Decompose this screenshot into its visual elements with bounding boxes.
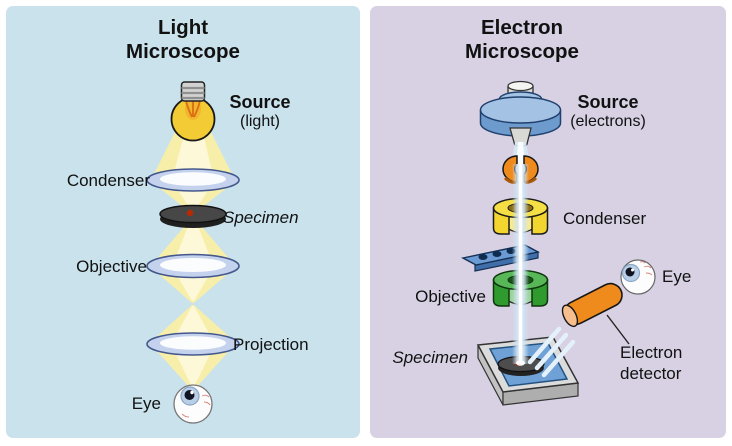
electron-microscope-diagram <box>460 80 656 406</box>
light-source-label: Source <box>229 92 291 112</box>
light-source-sublabel: (light) <box>239 113 280 130</box>
light-objective-label: Objective <box>76 257 147 276</box>
electron-objective-label: Objective <box>415 287 486 306</box>
electron-panel-title: Electron Microscope <box>370 16 674 64</box>
electron-detector-icon <box>561 282 623 328</box>
light-panel-title: Light Microscope <box>6 16 360 64</box>
light-microscope-panel: Light Microscope Source (light) Condense… <box>6 6 360 438</box>
scattered-electrons <box>527 326 576 378</box>
light-source-label-block: Source (light) <box>220 92 300 131</box>
detector-label-line2: detector <box>620 364 682 383</box>
electron-gun-icon <box>479 80 562 147</box>
electron-specimen-label: Specimen <box>392 348 468 367</box>
light-specimen-label: Specimen <box>223 208 299 227</box>
detector-label-line1: Electron <box>620 343 683 362</box>
detector-leader-line <box>606 314 630 345</box>
electron-title-line2: Microscope <box>465 40 579 63</box>
eye-icon <box>173 384 213 424</box>
condenser-lens-icon <box>146 168 240 192</box>
electron-detector-label: Electron detector <box>620 342 682 384</box>
light-title-line1: Light <box>157 16 209 39</box>
light-microscope-diagram <box>146 81 240 424</box>
light-projection-label: Projection <box>233 335 309 354</box>
light-eye-label: Eye <box>131 394 161 413</box>
electron-eye-label: Eye <box>662 267 692 286</box>
eye-icon <box>620 259 656 295</box>
projection-lens-icon <box>146 332 240 356</box>
electron-microscope-panel: Electron Microscope Source (electrons) C… <box>370 6 726 438</box>
light-title-line2: Microscope <box>126 40 240 63</box>
electron-beam <box>512 164 529 366</box>
light-bulb-icon <box>170 81 216 142</box>
objective-lens-icon <box>146 253 240 279</box>
light-condenser-label: Condenser <box>66 171 150 190</box>
electron-source-sublabel: (electrons) <box>570 113 646 130</box>
electron-source-label: Source <box>577 92 639 112</box>
electron-condenser-label: Condenser <box>563 209 647 228</box>
specimen-disk-icon <box>159 204 227 228</box>
electron-source-label-block: Source (electrons) <box>567 92 649 131</box>
specimen-stage-icon <box>476 336 580 406</box>
electron-title-line1: Electron <box>480 16 564 39</box>
